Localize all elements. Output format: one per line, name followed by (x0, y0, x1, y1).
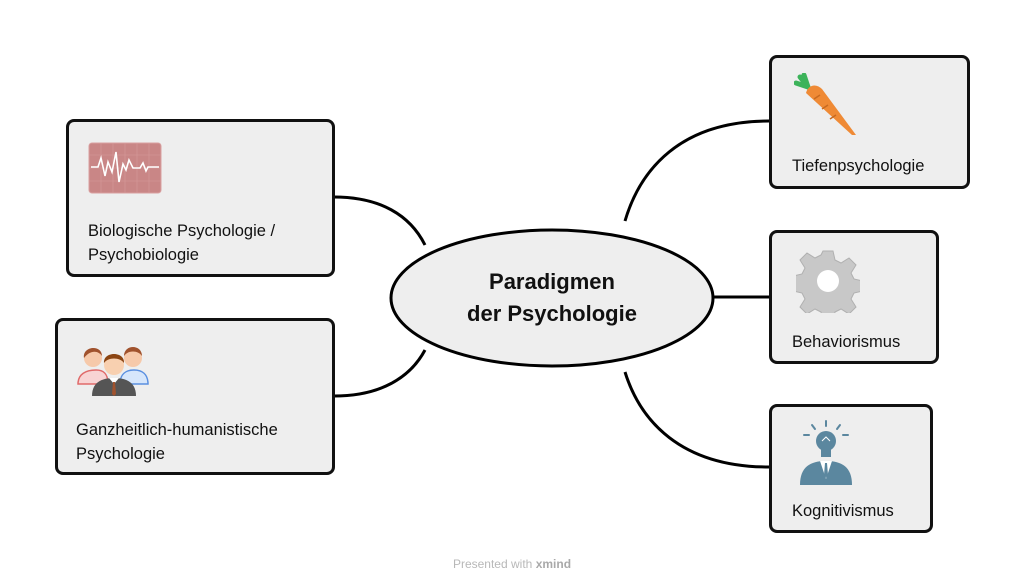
topic-label: Tiefenpsychologie (792, 157, 925, 175)
topic-label-line2: Psychologie (76, 445, 165, 463)
lightbulb-head-icon (800, 420, 852, 485)
connector-ganzheitlich (333, 349, 427, 398)
connector-kognitivismus (623, 371, 770, 469)
topic-label: Behaviorismus (792, 333, 901, 351)
footer-credit: Presented with xmind (0, 557, 1024, 571)
footer-brand[interactable]: xmind (535, 557, 572, 571)
central-topic-line2: der Psychologie (467, 301, 637, 326)
central-topic[interactable]: Paradigmen der Psychologie (390, 229, 714, 367)
topic-biologische[interactable]: Biologische Psychologie / Psychobiologie (66, 119, 335, 277)
topic-label-line1: Ganzheitlich-humanistische (76, 421, 278, 439)
heartbeat-monitor-icon (88, 142, 162, 194)
connector-tiefen (623, 119, 770, 222)
connector-biologische (333, 195, 427, 246)
topic-behaviorismus[interactable]: Behaviorismus (769, 230, 939, 364)
people-group-icon (77, 347, 149, 396)
footer-prefix: Presented with (452, 557, 533, 571)
topic-label-line1: Biologische Psychologie / (88, 222, 276, 240)
topic-ganzheitlich[interactable]: Ganzheitlich-humanistische Psychologie (55, 318, 335, 475)
carrot-icon (794, 73, 856, 135)
central-topic-shape (389, 228, 715, 368)
topic-label: Kognitivismus (792, 502, 894, 520)
topic-kognitivismus[interactable]: Kognitivismus (769, 404, 933, 533)
gear-icon (796, 250, 860, 313)
topic-label-line2: Psychobiologie (88, 246, 199, 264)
topic-tiefen[interactable]: Tiefenpsychologie (769, 55, 970, 189)
central-topic-line1: Paradigmen (489, 269, 615, 294)
